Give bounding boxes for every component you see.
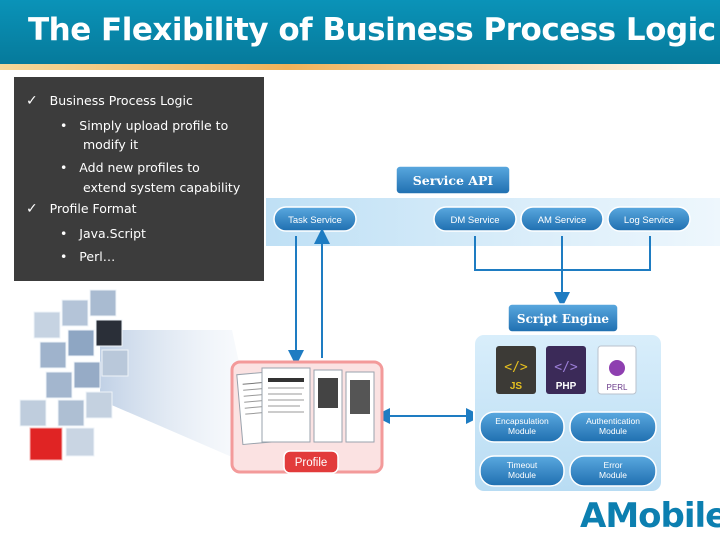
title-underline: [0, 64, 720, 70]
script-engine-box: [507, 303, 619, 333]
php-file-icon: [546, 346, 586, 394]
js-file-icon: [496, 346, 536, 394]
error-module-box: [569, 455, 657, 487]
svg-text:</>: </>: [554, 360, 578, 375]
bullet-dot-icon: •: [60, 226, 68, 241]
check-icon: ✓: [26, 93, 38, 109]
profile-box: [283, 450, 339, 474]
service-api-box: [395, 165, 511, 195]
cube-cluster-icon: [19, 289, 129, 461]
light-beam: [100, 330, 262, 470]
bullet-item-2: • Simply upload profile to: [60, 118, 229, 133]
dm-service-label: DM Service: [450, 215, 499, 226]
connectors: [288, 228, 651, 424]
js-label: JS: [510, 381, 523, 392]
service-api-label: Service API: [413, 173, 494, 188]
bullet-item-2-cont: modify it: [83, 137, 139, 152]
php-label: PHP: [556, 381, 577, 392]
bullet-item-3: • Add new profiles to: [60, 160, 200, 175]
am-service-box: [520, 206, 604, 232]
check-icon: ✓: [26, 201, 38, 217]
log-service-label: Log Service: [624, 215, 674, 226]
am-service-label: AM Service: [538, 215, 587, 226]
log-service-box: [607, 206, 691, 232]
bullet-item-6: • Perl…: [60, 249, 116, 264]
title-bar: [0, 0, 720, 70]
language-icons: </> JS </> PHP PERL: [496, 345, 637, 395]
authentication-module-box: [569, 411, 657, 443]
bullet-dot-icon: •: [60, 249, 68, 264]
bullet-item-3-cont: extend system capability: [83, 180, 241, 195]
timeout-module-box: [479, 455, 565, 487]
perl-label: PERL: [607, 383, 628, 392]
bullet-panel: ✓ Business Process Logic • Simply upload…: [14, 77, 264, 281]
amobile-logo: AMobile: [580, 496, 720, 536]
bullet-item-4: ✓ Profile Format: [26, 201, 137, 217]
task-service-label: Task Service: [288, 215, 342, 226]
dm-service-box: [433, 206, 517, 232]
service-buttons: Task Service DM Service AM Service Log S…: [273, 206, 691, 232]
bullet-item-5: • Java.Script: [60, 226, 146, 241]
profile-label: Profile: [295, 457, 328, 469]
encapsulation-module-box: [479, 411, 565, 443]
bullet-dot-icon: •: [60, 160, 68, 175]
bullet-dot-icon: •: [60, 118, 68, 133]
slide-title: The Flexibility of Business Process Logi…: [28, 12, 716, 48]
profile-documents-icon: Profile: [230, 360, 384, 474]
svg-text:</>: </>: [504, 360, 528, 375]
bullet-item-1: ✓ Business Process Logic: [26, 93, 193, 109]
script-engine-label: Script Engine: [517, 312, 610, 326]
